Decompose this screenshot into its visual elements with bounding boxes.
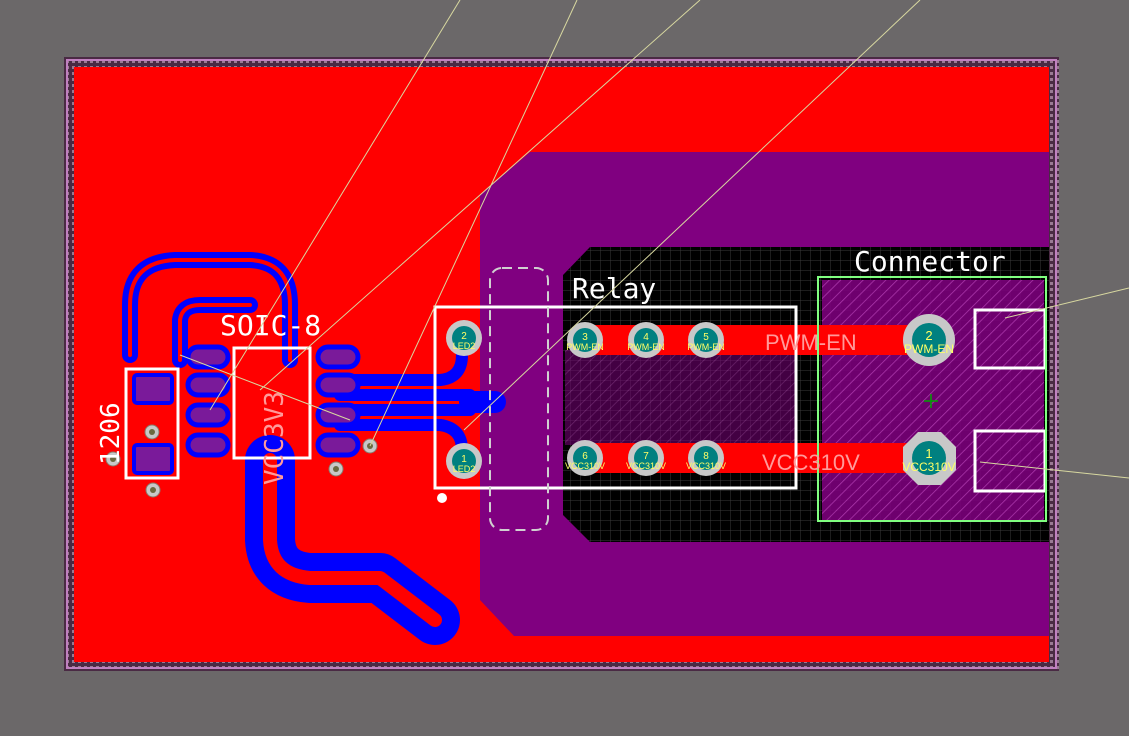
relay-pad-1[interactable]: 1 LED2 bbox=[446, 443, 482, 479]
relay-pad-3[interactable]: 3 PWM-EN bbox=[566, 322, 604, 358]
relay-keepout-dashed bbox=[489, 267, 549, 531]
pad-net: LED2 bbox=[453, 341, 476, 351]
package-1206-label: 1206 bbox=[96, 402, 126, 465]
pad-number: 6 bbox=[582, 451, 588, 462]
ratsnest-lines bbox=[179, 0, 1129, 479]
relay-pad-2[interactable]: 2 LED2 bbox=[446, 320, 482, 356]
pad-number: 5 bbox=[703, 332, 709, 343]
pad-number: 2 bbox=[461, 331, 467, 342]
pad-number: 8 bbox=[703, 451, 709, 462]
pad-number: 3 bbox=[582, 332, 588, 343]
pad-net: PWM-EN bbox=[566, 342, 604, 352]
connector-pad-2[interactable]: 2 PWM-EN bbox=[903, 314, 955, 366]
relay-hatch bbox=[565, 350, 795, 445]
package-1206-pads[interactable] bbox=[132, 373, 174, 475]
pad-number: 1 bbox=[461, 454, 467, 465]
pin1-marker bbox=[437, 493, 447, 503]
pad-net: PWM-EN bbox=[904, 342, 954, 356]
board-outline bbox=[66, 59, 1057, 669]
vcc3v3-label: VCC3V3 bbox=[260, 391, 290, 485]
soic8-label: SOIC-8 bbox=[220, 309, 321, 342]
connector-outline bbox=[817, 276, 1047, 522]
connector-pad-1[interactable]: 1 VCC310V bbox=[902, 432, 956, 485]
connector-label: Connector bbox=[854, 245, 1006, 278]
relay-pad-8[interactable]: 8 VCC310V bbox=[686, 440, 726, 476]
pad-net: VCC310V bbox=[686, 461, 726, 471]
pad-number: 1 bbox=[925, 446, 932, 461]
pad-number: 7 bbox=[643, 451, 649, 462]
pad-number: 2 bbox=[925, 328, 932, 343]
pad-net: VCC310V bbox=[626, 461, 666, 471]
relay-pad-5[interactable]: 5 PWM-EN bbox=[687, 322, 725, 358]
pad-number: 4 bbox=[643, 332, 649, 343]
pad-net: PWM-EN bbox=[687, 342, 725, 352]
pad-net: VCC310V bbox=[902, 460, 955, 474]
relay-pad-7[interactable]: 7 VCC310V bbox=[626, 440, 666, 476]
relay-pad-4[interactable]: 4 PWM-EN bbox=[627, 322, 665, 358]
connector-center-cross bbox=[924, 394, 938, 408]
net-label-vcc310v: VCC310V bbox=[762, 450, 860, 475]
net-label-pwm-en: PWM-EN bbox=[765, 330, 857, 355]
pad-net: LED2 bbox=[453, 464, 476, 474]
pad-net: VCC310V bbox=[565, 461, 605, 471]
pad-net: PWM-EN bbox=[627, 342, 665, 352]
relay-pad-6[interactable]: 6 VCC310V bbox=[565, 440, 605, 476]
